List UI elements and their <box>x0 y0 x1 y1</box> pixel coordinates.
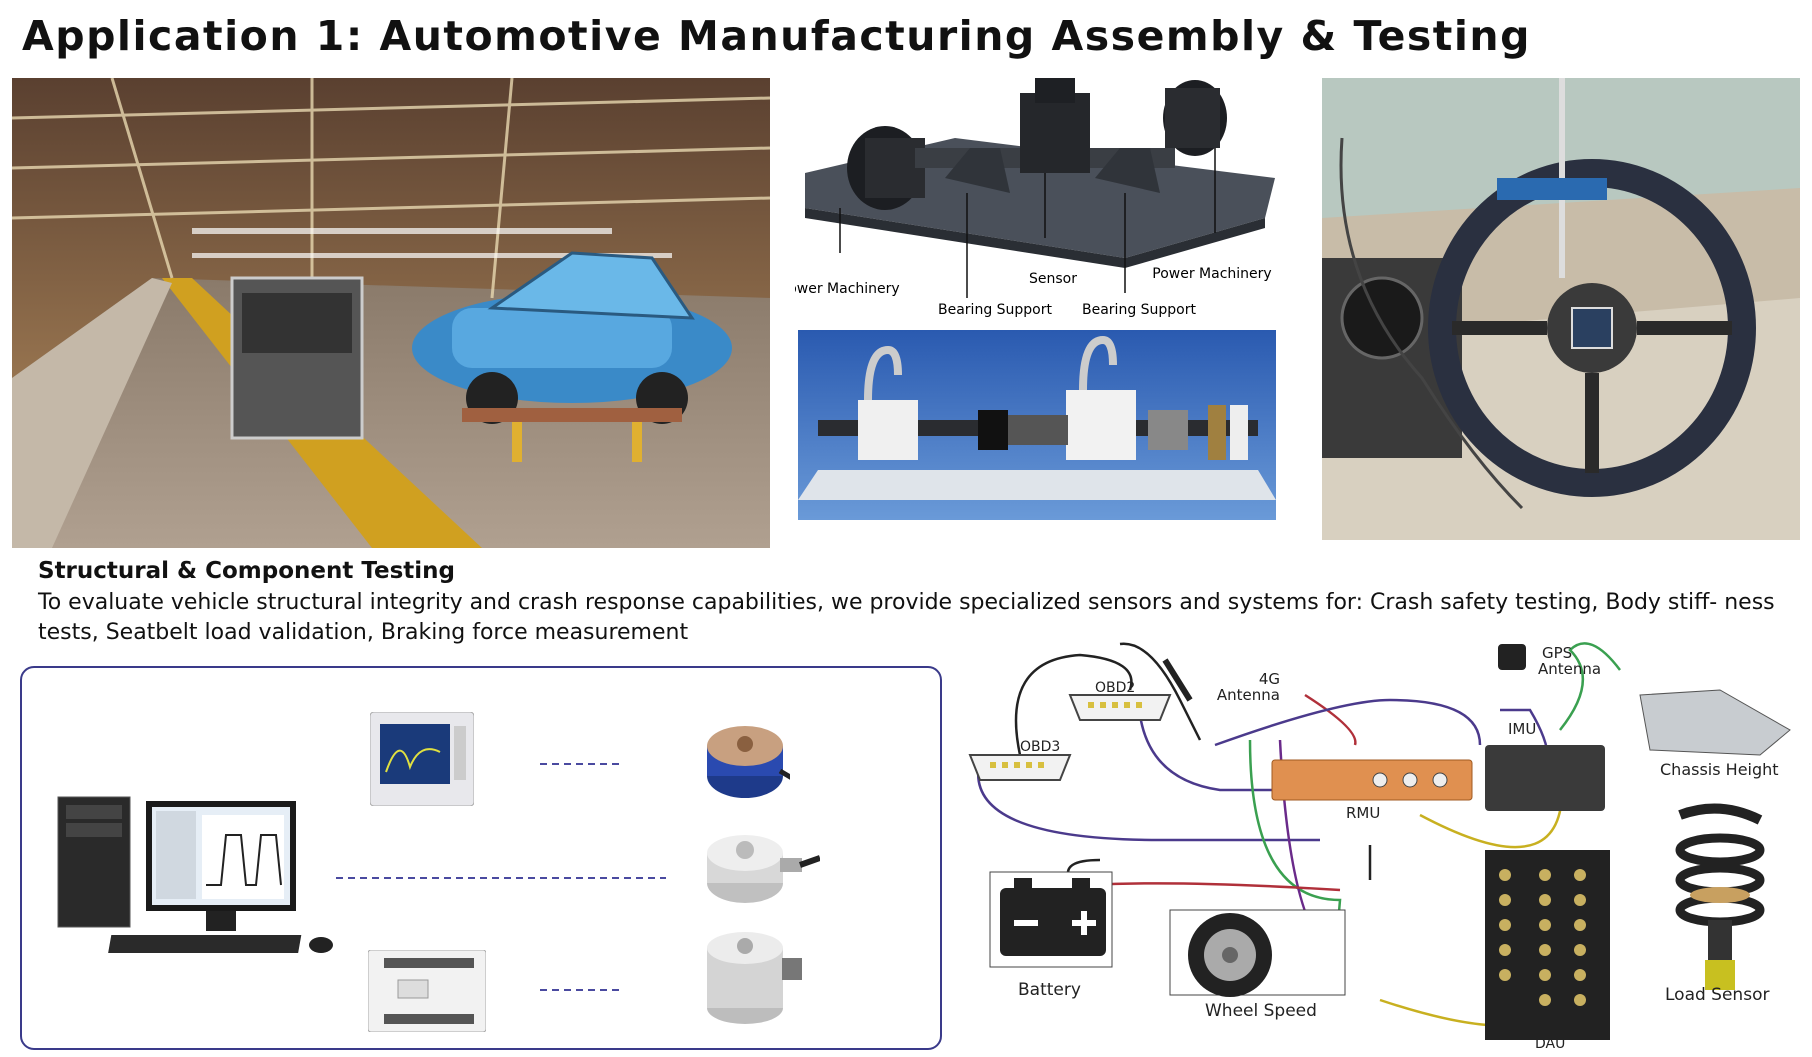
battery-icon <box>1000 888 1106 956</box>
button-load-cell <box>700 828 821 908</box>
load-sensor-label: Load Sensor <box>1665 985 1769 1005</box>
gps-antenna-icon <box>1498 644 1526 670</box>
imu-label: IMU <box>1508 720 1536 738</box>
chassis-height-label: Chassis Height <box>1660 760 1779 779</box>
page-title: Application 1: Automotive Manufacturing … <box>22 12 1531 60</box>
rmu-label: RMU <box>1346 804 1380 822</box>
battery-label: Battery <box>1018 980 1081 1000</box>
obd2-connector <box>1068 694 1172 721</box>
section-heading: Structural & Component Testing <box>38 558 455 584</box>
torque-sensor-diagram: Power Machinery Sensor Power Machinery B… <box>795 78 1275 326</box>
spoke-load-cell <box>700 716 794 802</box>
obd3-connector <box>968 754 1072 781</box>
obd2-label: OBD2 <box>1095 680 1135 696</box>
desktop-computer-illustration <box>56 795 346 975</box>
label-bearing-support-left: Bearing Support <box>938 302 1053 318</box>
wheel-speed-label: Wheel Speed <box>1205 1001 1317 1021</box>
label-sensor: Sensor <box>1029 271 1077 287</box>
assembly-line-photo <box>12 78 770 548</box>
label-power-machinery-right: Power Machinery <box>1152 266 1271 282</box>
measurement-system-panel <box>20 666 942 1050</box>
4g-antenna-icon <box>1162 658 1193 702</box>
shock-absorber-icon <box>1675 803 1765 990</box>
column-load-cell <box>700 928 820 1028</box>
connection-lines <box>336 763 666 991</box>
section-description: To evaluate vehicle structural integrity… <box>38 590 1775 645</box>
obd3-label: OBD3 <box>1020 739 1060 755</box>
imu-unit <box>1485 745 1605 811</box>
label-bearing-support-right: Bearing Support <box>1082 302 1197 318</box>
label-power-machinery-left: Power Machinery <box>795 281 900 297</box>
rmu-unit <box>1271 759 1473 801</box>
chassis-height-sensor <box>1639 689 1791 756</box>
test-bench-photo <box>798 330 1276 520</box>
dau-label: DAU <box>1535 1036 1565 1052</box>
steering-wheel-photo <box>1322 78 1800 540</box>
plc-controller-device <box>367 949 487 1033</box>
